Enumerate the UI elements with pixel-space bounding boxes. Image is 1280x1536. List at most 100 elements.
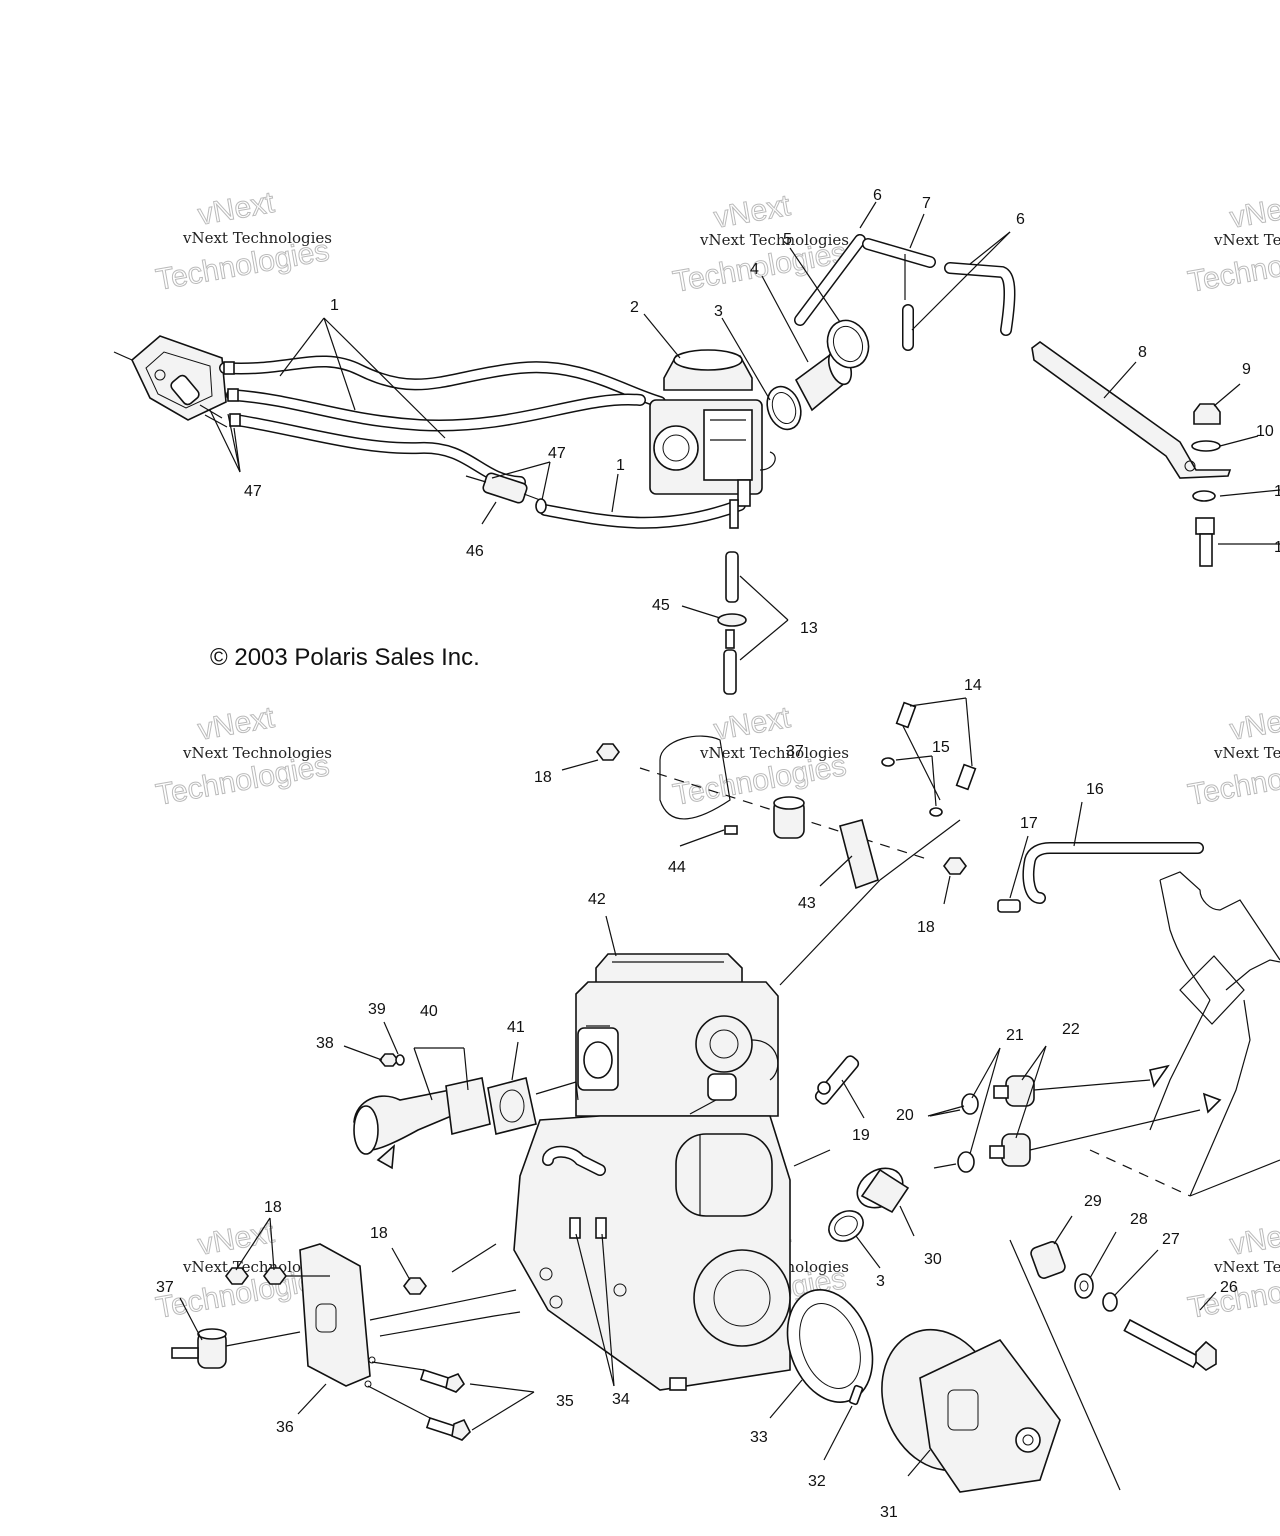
callout-7: 7 — [922, 195, 931, 212]
svg-text:vNext Technologies: vNext Technologies — [699, 744, 849, 762]
callout-35: 35 — [556, 1393, 574, 1410]
callout-29: 29 — [1084, 1193, 1102, 1210]
bracket-36 — [299, 1243, 376, 1388]
callout-13: 13 — [800, 620, 818, 637]
mount-stud-13 — [717, 551, 747, 695]
connector-lines — [369, 1099, 831, 1337]
callout-22: 22 — [1062, 1021, 1080, 1038]
callout-44: 44 — [668, 859, 686, 876]
callout-1-partial: 1 — [1274, 539, 1280, 556]
carb-clamp-3 — [766, 385, 802, 431]
callout-labels: 1 1 2 3 3 4 5 6 6 7 8 9 10 13 14 15 16 1… — [156, 187, 1280, 1521]
callout-1: 1 — [616, 457, 625, 474]
callout-8: 8 — [1138, 344, 1147, 361]
mount-37-lower — [171, 1328, 301, 1369]
watermark-bottom-right: vNext vNext Technologies Technologies — [1185, 1215, 1280, 1325]
callout-46: 46 — [466, 543, 484, 560]
callout-26: 26 — [1220, 1279, 1238, 1296]
callout-33: 33 — [750, 1429, 768, 1446]
callout-47: 47 — [244, 483, 262, 500]
svg-text:vNext: vNext — [1227, 189, 1280, 235]
engine-block-42 — [513, 953, 791, 1391]
callout-36: 36 — [276, 1419, 294, 1436]
fuel-pump — [113, 335, 227, 421]
svg-text:vNext: vNext — [711, 701, 793, 747]
callout-45: 45 — [652, 597, 670, 614]
svg-text:vNext: vNext — [195, 701, 277, 747]
svg-text:vNext Technologies: vNext Technologies — [1213, 231, 1280, 249]
callout-40: 40 — [420, 1003, 438, 1020]
callout-1-partial: 1 — [1274, 483, 1280, 500]
callout-5: 5 — [783, 231, 792, 248]
drive-housing-31 — [881, 1239, 1121, 1493]
exhaust-pipe-40 — [353, 1077, 491, 1170]
watermark-middle-center: vNext vNext Technologies Technologies — [670, 700, 849, 812]
hose-clamp-3b — [828, 1210, 864, 1242]
callout-14: 14 — [964, 677, 982, 694]
callout-9: 9 — [1242, 361, 1251, 378]
callout-10: 10 — [1256, 423, 1274, 440]
leader-lines — [179, 201, 1280, 1477]
svg-text:vNext: vNext — [195, 186, 277, 232]
carburetor — [649, 349, 776, 529]
exhaust-hardware — [378, 1053, 579, 1101]
bolts-35 — [367, 1361, 471, 1441]
callout-34: 34 — [612, 1391, 630, 1408]
dowel-pin-19 — [814, 1055, 860, 1105]
callout-15: 15 — [932, 739, 950, 756]
engine-mounts-21 — [929, 1064, 1222, 1173]
coupler-30 — [856, 1167, 910, 1214]
svg-text:vNext Technologies: vNext Technologies — [699, 231, 849, 249]
callout-20: 20 — [896, 1107, 914, 1124]
callout-28: 28 — [1130, 1211, 1148, 1228]
callout-42: 42 — [588, 891, 606, 908]
nuts-18-lower — [225, 1267, 427, 1295]
exhaust-gasket-41 — [487, 1077, 537, 1135]
callout-2: 2 — [630, 299, 639, 316]
callout-18: 18 — [264, 1199, 282, 1216]
copyright-notice: © 2003 Polaris Sales Inc. — [210, 644, 480, 671]
callout-37: 37 — [786, 743, 804, 760]
mount-hardware-mid — [596, 701, 977, 986]
washer-28 — [1074, 1273, 1094, 1299]
svg-text:vNext: vNext — [1227, 1216, 1280, 1262]
svg-text:vNext Technologies: vNext Technologies — [182, 229, 332, 247]
callout-3: 3 — [714, 303, 723, 320]
callout-41: 41 — [507, 1019, 525, 1036]
callout-30: 30 — [924, 1251, 942, 1268]
callout-39: 39 — [368, 1001, 386, 1018]
watermark-top-left: vNext vNext Technologies Technologies — [153, 185, 332, 297]
callout-47: 47 — [548, 445, 566, 462]
bolt-26 — [1123, 1318, 1217, 1371]
inline-fuel-filter — [465, 472, 547, 514]
callout-21: 21 — [1006, 1027, 1024, 1044]
callout-6: 6 — [873, 187, 882, 204]
washer-27 — [1102, 1292, 1118, 1312]
svg-text:vNext: vNext — [1227, 701, 1280, 747]
callout-19: 19 — [852, 1127, 870, 1144]
svg-text:vNext Technologies: vNext Technologies — [1213, 1258, 1280, 1276]
watermark-top-right: vNext vNext Technologies Technologies — [1185, 188, 1280, 299]
svg-text:vNext Technologies: vNext Technologies — [1213, 744, 1280, 762]
callout-38: 38 — [316, 1035, 334, 1052]
callout-3: 3 — [876, 1273, 885, 1290]
fuel-hoses — [199, 355, 746, 529]
frame-section — [1089, 871, 1280, 1197]
callout-6: 6 — [1016, 211, 1025, 228]
hardware-9-12 — [1191, 403, 1221, 567]
spacer-29 — [1030, 1241, 1066, 1279]
callout-37: 37 — [156, 1279, 174, 1296]
svg-text:vNext: vNext — [711, 189, 793, 235]
svg-text:vNext Technologies: vNext Technologies — [182, 744, 332, 762]
bolt-32 — [848, 1384, 864, 1406]
link-rod-16 — [997, 842, 1204, 913]
svg-text:vNext Technologies: vNext Technologies — [182, 1258, 332, 1276]
callout-43: 43 — [798, 895, 816, 912]
callout-31: 31 — [880, 1504, 898, 1521]
callout-17: 17 — [1020, 815, 1038, 832]
vent-tee-fitting — [794, 234, 1016, 351]
svg-text:vNext: vNext — [195, 1216, 277, 1262]
watermark-middle-right: vNext vNext Technologies Technologies — [1185, 700, 1280, 812]
callout-16: 16 — [1086, 781, 1104, 798]
